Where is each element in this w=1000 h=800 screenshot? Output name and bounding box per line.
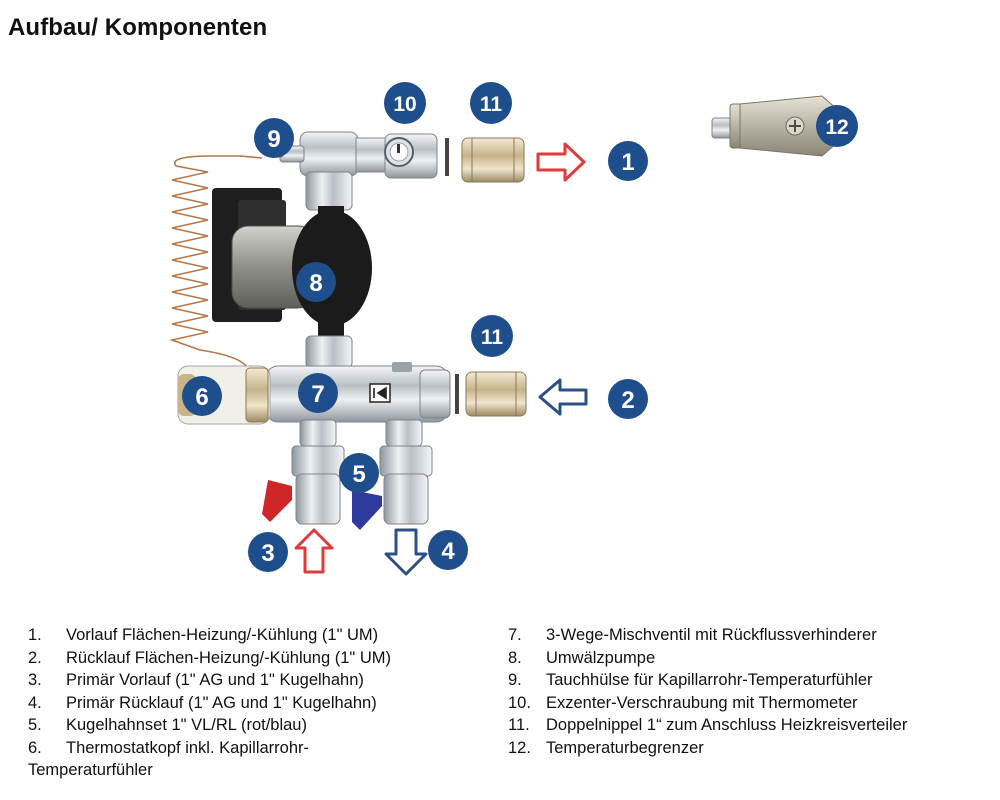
svg-text:2: 2 [621,387,634,414]
badge-3: 3 [248,532,288,572]
legend-item: 11. Doppelnippel 1“ zum Anschluss Heizkre… [508,714,998,737]
ball-valve-blue [352,445,433,530]
legend-left: 1. Vorlauf Flächen-Heizung/-Kühlung (1" U… [28,624,488,782]
legend-item: 8. Umwälzpumpe [508,647,998,670]
stub-left [299,419,337,447]
legend-item: 6. Thermostatkopf inkl. Kapillarrohr- [28,737,488,760]
legend-number: 12. [508,738,531,757]
badge-9: 9 [254,118,294,158]
legend-number: 11. [508,716,530,734]
legend-text: Exzenter-Verschraubung mit Thermometer [546,693,858,712]
legend-text: 3-Wege-Mischventil mit Rückflussverhinde… [546,626,877,644]
temperature-limiter [711,95,839,157]
badge-11-bottom: 11 [471,315,513,357]
gasket-top [445,138,449,176]
return-in-arrow [538,378,588,416]
legend-item: 2. Rücklauf Flächen-Heizung/-Kühlung (1" … [28,647,488,670]
badge-8: 8 [296,262,336,302]
svg-text:3: 3 [261,540,274,567]
badge-4: 4 [428,530,468,570]
pump-stem-top [318,206,344,228]
legend-item-continuation: Temperaturfühler [28,759,488,782]
assembly-diagram: 1 2 3 4 5 6 7 8 9 10 11 11 12 [169,82,858,576]
pump-stem-bottom [318,310,344,340]
legend-text: Umwälzpumpe [546,648,656,667]
legend-text: Vorlauf Flächen-Heizung/-Kühlung (1" UM) [66,626,379,644]
pump-nut-top [305,171,353,211]
svg-text:4: 4 [441,538,455,565]
badge-7: 7 [298,373,338,413]
legend-number: 5. [28,716,42,734]
valve-scale-arrow [373,386,387,400]
legend-item: 10. Exzenter-Verschraubung mit Thermomete… [508,692,998,715]
legend-text: Primär Vorlauf (1" AG und 1" Kugelhahn) [66,671,364,689]
legend-text: Kugelhahnset 1" VL/RL (rot/blau) [66,716,307,734]
valve-port-right [419,369,451,419]
legend-number: 6. [28,738,42,757]
legend-number: 8. [508,648,522,667]
legend-text: Doppelnippel 1“ zum Anschluss Heizkreisv… [546,716,908,734]
svg-text:9: 9 [267,126,280,153]
svg-text:12: 12 [825,116,848,139]
thermostat-ring [245,367,269,423]
legend-text: Primär Rücklauf (1" AG und 1" Kugelhahn) [66,693,377,712]
svg-text:1: 1 [621,149,634,176]
legend-text: Temperaturbegrenzer [546,738,704,757]
legend-item: 5. Kugelhahnset 1" VL/RL (rot/blau) [28,714,488,737]
ball-valve-red [262,445,345,525]
valve-top-boss [392,362,412,372]
page-title: Aufbau/ Komponenten [8,14,268,41]
badge-1: 1 [608,141,648,181]
pump-nut-bottom [305,335,353,369]
svg-text:10: 10 [393,93,416,116]
gasket-bottom [455,374,459,414]
legend-item: 7. 3-Wege-Mischventil mit Rückflussverhin… [508,624,998,647]
stub-right [385,419,423,447]
svg-text:8: 8 [309,270,322,297]
top-elbow-body [299,131,359,177]
legend-text: Tauchhülse für Kapillarrohr-Temperaturfü… [546,671,873,689]
primary-return-arrow [384,528,428,576]
legend-item: 1. Vorlauf Flächen-Heizung/-Kühlung (1" U… [28,624,488,647]
legend-number: 10. [508,693,531,712]
legend-right: 7. 3-Wege-Mischventil mit Rückflussverhin… [508,624,998,759]
badge-11-top: 11 [470,82,512,124]
legend-number: 4. [28,693,42,712]
legend-item: 3. Primär Vorlauf (1" AG und 1" Kugelhahn… [28,669,488,692]
double-nipple-bottom [465,371,527,417]
svg-text:5: 5 [352,461,365,488]
thermometer-needle [397,144,400,153]
flow-out-arrow [536,142,586,182]
legend-number: 9. [508,671,522,689]
legend-number: 3. [28,671,42,689]
legend-number: 2. [28,648,42,667]
svg-text:11: 11 [480,93,503,116]
legend-number: 1. [28,626,42,644]
badge-12: 12 [816,105,858,147]
legend-text: Temperaturfühler [28,761,153,779]
badge-10: 10 [384,82,426,124]
badge-6: 6 [182,376,222,416]
capillary-tube [169,155,263,369]
legend-number: 7. [508,626,522,644]
badge-5: 5 [339,453,379,493]
svg-text:11: 11 [481,326,504,349]
legend-text: Rücklauf Flächen-Heizung/-Kühlung (1" UM… [66,648,391,667]
legend-item: 12. Temperaturbegrenzer [508,737,998,760]
primary-flow-arrow [294,528,334,574]
svg-text:6: 6 [195,384,208,411]
legend-item: 9. Tauchhülse für Kapillarrohr-Temperatur… [508,669,998,692]
badge-2: 2 [608,379,648,419]
legend-item: 4. Primär Rücklauf (1" AG und 1" Kugelhah… [28,692,488,715]
legend-text: Thermostatkopf inkl. Kapillarrohr- [66,738,310,757]
double-nipple-top [461,137,525,183]
svg-text:7: 7 [311,381,324,408]
